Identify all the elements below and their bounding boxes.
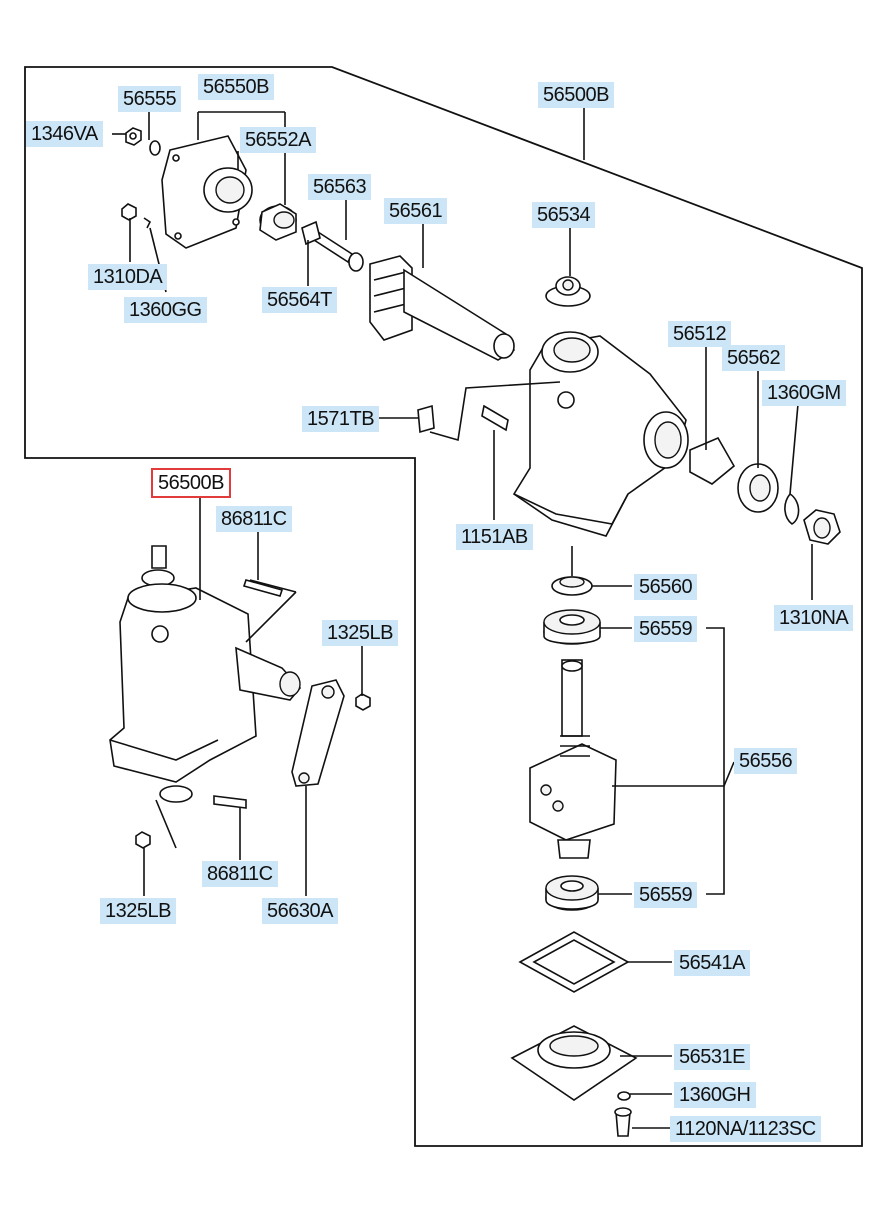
cover-plate-part — [161, 135, 253, 249]
callout-56559-bot[interactable]: 56559 — [634, 882, 698, 908]
callout-1325LB-left[interactable]: 1325LB — [100, 898, 176, 924]
callout-56500B-top[interactable]: 56500B — [538, 82, 614, 108]
callout-56560[interactable]: 56560 — [634, 574, 698, 600]
callout-56555[interactable]: 56555 — [118, 86, 182, 112]
callout-56552A[interactable]: 56552A — [240, 127, 316, 153]
end-bolt-part — [614, 1091, 632, 1137]
callout-1310DA[interactable]: 1310DA — [88, 264, 168, 290]
callout-86811C-top[interactable]: 86811C — [216, 506, 292, 532]
worm-ball-nut-part — [529, 659, 617, 859]
top-nut-part — [545, 276, 591, 307]
callout-56559-top[interactable]: 56559 — [634, 616, 698, 642]
callout-1325LB-right[interactable]: 1325LB — [322, 620, 398, 646]
callout-56564T[interactable]: 56564T — [262, 287, 337, 313]
oil-seal-part — [551, 576, 593, 596]
callout-56541A[interactable]: 56541A — [674, 950, 750, 976]
callout-56563[interactable]: 56563 — [308, 174, 372, 200]
callout-56562[interactable]: 56562 — [722, 345, 786, 371]
assembled-gearbox-part — [109, 545, 302, 803]
housing-seals-part — [689, 436, 841, 545]
bearing-lower-part — [545, 875, 599, 911]
callout-1346VA[interactable]: 1346VA — [26, 121, 103, 147]
callout-1310NA[interactable]: 1310NA — [774, 605, 854, 631]
callout-1151AB[interactable]: 1151AB — [456, 524, 533, 550]
callout-1571TB[interactable]: 1571TB — [302, 406, 380, 432]
callout-1360GM[interactable]: 1360GM — [762, 380, 846, 406]
callout-56534[interactable]: 56534 — [532, 202, 596, 228]
callout-56500B-selected[interactable]: 56500B — [151, 468, 231, 498]
assembly-frame — [24, 66, 863, 1147]
callout-56512[interactable]: 56512 — [668, 321, 732, 347]
end-cover-part — [510, 1025, 638, 1101]
callout-56556[interactable]: 56556 — [734, 748, 798, 774]
gear-housing-part — [512, 331, 689, 537]
leader-lines — [112, 106, 813, 1129]
bushing-part — [259, 203, 297, 241]
callout-86811C-bot[interactable]: 86811C — [202, 861, 278, 887]
gasket-part — [518, 931, 630, 993]
callout-1360GH[interactable]: 1360GH — [674, 1082, 756, 1108]
callout-56630A[interactable]: 56630A — [262, 898, 338, 924]
bolt-part — [301, 220, 364, 272]
callout-1360GG[interactable]: 1360GG — [124, 297, 207, 323]
pitman-arm-part — [291, 679, 345, 787]
callout-1120NA-1123SC[interactable]: 1120NA/1123SC — [670, 1116, 821, 1142]
plug-stud-part — [417, 404, 509, 434]
sector-shaft-part — [369, 255, 516, 361]
callout-56550B[interactable]: 56550B — [198, 74, 274, 100]
callout-56531E[interactable]: 56531E — [674, 1044, 750, 1070]
callout-56561[interactable]: 56561 — [384, 198, 448, 224]
bearing-upper-part — [543, 609, 601, 645]
small-nuts-part — [121, 127, 161, 229]
